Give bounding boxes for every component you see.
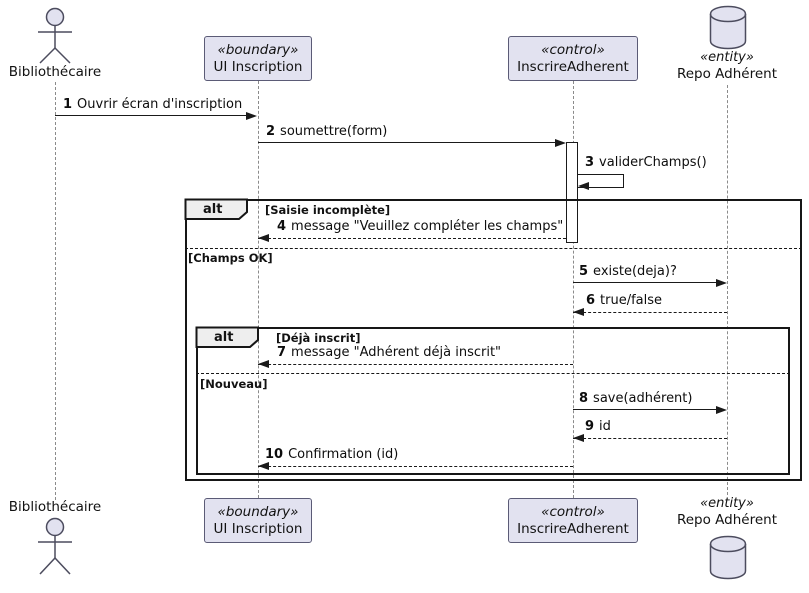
stereotype-control: «control»	[541, 41, 605, 58]
actor-icon	[38, 517, 72, 575]
alt-operator-inner: alt	[214, 330, 234, 345]
arrowhead-icon	[578, 182, 589, 190]
participant-name: Repo Adhérent	[676, 66, 778, 82]
self-message-loop	[578, 174, 624, 188]
message-line-7	[258, 364, 573, 365]
actor-label-top: Bibliothécaire	[8, 64, 102, 80]
participant-name: UI Inscription	[213, 58, 303, 75]
lifeline-bibliothecaire	[55, 82, 56, 500]
guard-champs-ok: [Champs OK]	[188, 251, 273, 265]
actor-label-bottom: Bibliothécaire	[8, 499, 102, 515]
stereotype-control: «control»	[541, 503, 605, 520]
message-line-9	[573, 438, 727, 439]
message-line-1	[55, 115, 253, 116]
stereotype-boundary: «boundary»	[217, 41, 299, 58]
lifeline-repo-adherent	[727, 85, 728, 495]
message-line-8	[573, 409, 723, 410]
alt-divider-inner	[196, 373, 790, 374]
participant-top-ui-inscription: «boundary» UI Inscription	[204, 36, 312, 81]
arrowhead-icon	[246, 112, 257, 120]
arrowhead-icon	[716, 279, 727, 287]
arrowhead-icon	[258, 462, 269, 470]
message-line-10	[258, 466, 573, 467]
message-line-2	[258, 142, 561, 143]
participant-name: UI Inscription	[213, 520, 303, 537]
participant-bottom-inscrire-adherent: «control» InscrireAdherent	[508, 498, 638, 543]
stereotype-entity: «entity»	[700, 50, 754, 65]
participant-bottom-ui-inscription: «boundary» UI Inscription	[204, 498, 312, 543]
participant-name: InscrireAdherent	[517, 520, 629, 537]
alt-operator-pentagon-icon	[195, 326, 259, 348]
participant-top-inscrire-adherent: «control» InscrireAdherent	[508, 36, 638, 81]
stereotype-entity: «entity»	[700, 496, 754, 511]
participant-name: Repo Adhérent	[676, 512, 778, 528]
entity-label-top: «entity» Repo Adhérent	[660, 50, 794, 82]
participant-name: InscrireAdherent	[517, 58, 629, 75]
message-line-6	[573, 312, 727, 313]
database-icon	[709, 535, 747, 580]
arrowhead-icon	[573, 434, 584, 442]
guard-deja-inscrit: [Déjà inscrit]	[276, 331, 361, 345]
guard-saisie-incomplete: [Saisie incomplète]	[265, 203, 391, 217]
alt-operator-outer: alt	[203, 202, 223, 217]
alt-fragment-inner	[196, 327, 790, 475]
entity-label-bottom: «entity» Repo Adhérent	[660, 496, 794, 528]
arrowhead-icon	[555, 139, 566, 147]
arrowhead-icon	[716, 406, 727, 414]
message-line-5	[573, 282, 723, 283]
alt-fragment-outer	[185, 199, 802, 481]
database-icon	[709, 5, 747, 50]
stereotype-boundary: «boundary»	[217, 503, 299, 520]
arrowhead-icon	[258, 360, 269, 368]
message-line-4	[258, 238, 566, 239]
arrowhead-icon	[573, 308, 584, 316]
arrowhead-icon	[258, 234, 269, 242]
lifeline-ui-inscription	[258, 81, 259, 498]
alt-operator-pentagon-icon	[184, 198, 248, 220]
lifeline-inscrire-adherent	[573, 81, 574, 498]
guard-nouveau: [Nouveau]	[200, 377, 268, 391]
alt-divider-outer	[185, 248, 802, 249]
actor-icon	[38, 7, 72, 64]
activation-bar-inscrire-adherent	[566, 142, 578, 243]
